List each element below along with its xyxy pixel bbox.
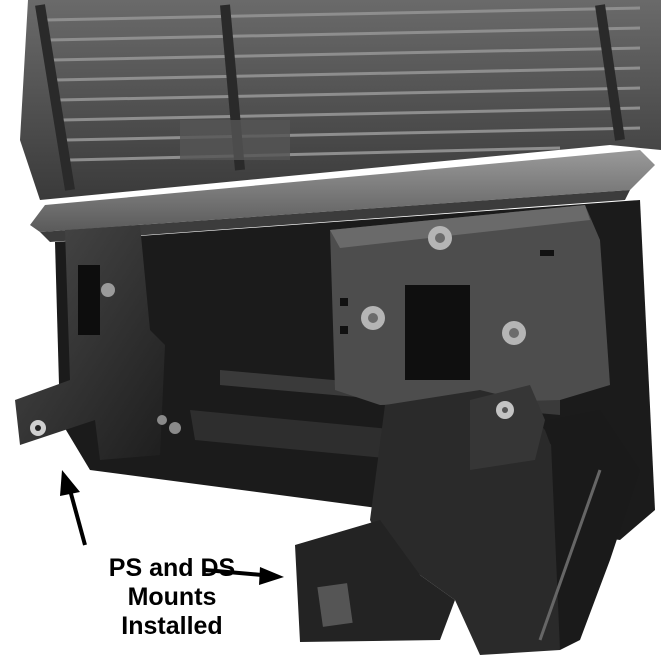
caption-line-3: Installed [121,612,223,640]
caption-line-2: Mounts [127,583,217,611]
ds-frame-plate [330,205,610,405]
grille [20,0,661,200]
ds-mount-bracket [295,385,640,655]
ps-mount-bracket [15,225,181,460]
arrow-right-icon [204,567,284,585]
caption-line-1: PS and DS [108,554,236,582]
bumper-lip [30,150,655,242]
arrow-up-icon [60,470,87,546]
caption-ps-ds-mounts-installed: PS and DS Mounts Installed [62,554,282,641]
